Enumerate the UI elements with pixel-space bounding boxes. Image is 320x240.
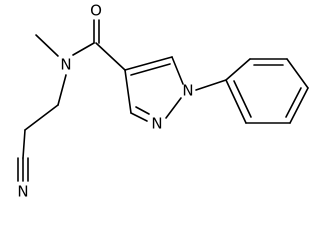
bond-n2-c3 — [130, 112, 148, 122]
bond-c3-c4 — [124, 69, 132, 114]
bond-c4-c5 — [124, 56, 173, 71]
bond-ph-6-inner — [233, 80, 252, 118]
bond-ch2-cn — [22, 129, 26, 159]
bond-n1-n2 — [165, 97, 182, 119]
atom-pyrazole-n2: N — [151, 115, 162, 133]
bond-ch2-ch2 — [24, 104, 59, 131]
bond-ph-3 — [286, 58, 309, 89]
bond-carbonyl-pyrazole — [95, 42, 126, 71]
structure-diagram: O N N N N — [17, 2, 309, 201]
bond-n2-c3-inner — [135, 106, 150, 115]
bond-ph-4-inner — [285, 87, 302, 118]
bond-n1-phenyl — [195, 79, 227, 91]
bond-n-carbonyl — [72, 42, 95, 56]
bond-ph-1 — [225, 58, 251, 81]
bond-c4-c5-inner — [130, 63, 171, 76]
atom-pyrazole-n1: N — [182, 82, 193, 100]
atom-carbonyl-oxygen: O — [90, 2, 102, 20]
bond-ph-4 — [289, 87, 309, 124]
atom-amide-nitrogen: N — [60, 56, 71, 74]
bond-n-ch2 — [57, 74, 67, 106]
atom-nitrile-nitrogen: N — [17, 183, 28, 201]
bond-c5-n1 — [171, 56, 184, 85]
bond-ph-6 — [225, 79, 247, 124]
bond-methyl-n — [35, 34, 59, 57]
